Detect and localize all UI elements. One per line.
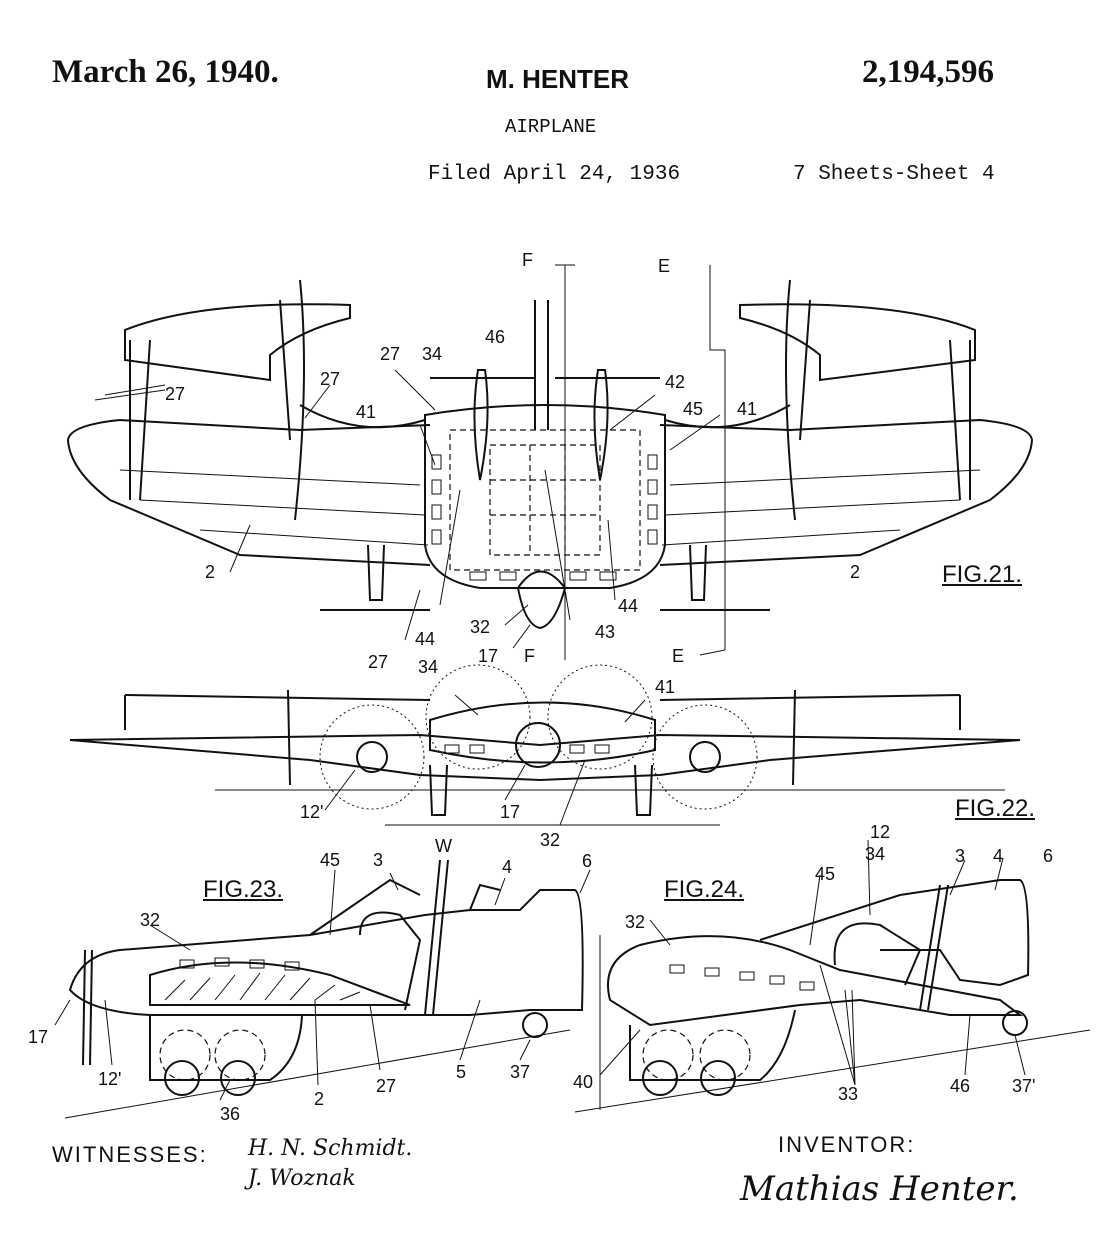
label-2: 2 [205, 562, 215, 582]
label-34: 34 [422, 344, 442, 364]
fig22-label: FIG.22. [955, 795, 1036, 822]
label-27: 27 [320, 369, 340, 389]
label-4: 4 [993, 846, 1003, 866]
fig21-label: FIG.21. [942, 561, 1023, 588]
label-27: 27 [165, 384, 185, 404]
label-6: 6 [1043, 846, 1053, 866]
label-3: 3 [955, 846, 965, 866]
section-mark-w: W [435, 836, 452, 856]
label-2: 2 [850, 562, 860, 582]
label-32: 32 [470, 617, 490, 637]
witness-signature-2: J. Woznak [244, 1166, 356, 1191]
label-34: 34 [865, 844, 885, 864]
label-2: 2 [314, 1089, 324, 1109]
label-3: 3 [373, 850, 383, 870]
reference-labels: 27 27 27 34 46 41 42 45 41 2 2 44 43 44 … [28, 250, 1053, 1124]
label-44: 44 [415, 629, 435, 649]
label-41: 41 [356, 402, 376, 422]
witness-signature-1: H. N. Schmidt. [247, 1136, 412, 1161]
section-mark-f: F [522, 250, 533, 270]
fig24-drawing [574, 839, 1091, 1113]
fig23-drawing [54, 859, 591, 1119]
sheet-count: 7 Sheets-Sheet 4 [793, 163, 995, 186]
filing-date: Filed April 24, 1936 [428, 163, 681, 186]
label-17: 17 [28, 1027, 48, 1047]
inventor-signature: Mathias Henter. [739, 1169, 1019, 1209]
patent-date: March 26, 1940. [52, 54, 279, 90]
label-37: 37 [510, 1062, 530, 1082]
inventor-name: M. HENTER [486, 64, 629, 94]
label-33: 33 [838, 1084, 858, 1104]
label-42: 42 [665, 372, 685, 392]
label-32: 32 [540, 830, 560, 850]
label-27: 27 [380, 344, 400, 364]
label-41: 41 [655, 677, 675, 697]
label-5: 5 [456, 1062, 466, 1082]
label-37-prime: 37' [1012, 1076, 1035, 1096]
label-43: 43 [595, 622, 615, 642]
inventor-label: INVENTOR: [778, 1132, 916, 1157]
fig23-label: FIG.23. [203, 876, 284, 903]
label-12: 12 [870, 822, 890, 842]
label-6: 6 [582, 851, 592, 871]
label-46: 46 [485, 327, 505, 347]
label-12-prime: 12' [300, 802, 323, 822]
label-17: 17 [478, 646, 498, 666]
label-40: 40 [573, 1072, 593, 1092]
label-41: 41 [737, 399, 757, 419]
section-mark-e: E [672, 646, 684, 666]
label-4: 4 [502, 857, 512, 877]
section-mark-e: E [658, 256, 670, 276]
label-36: 36 [220, 1104, 240, 1124]
fig21-drawing [66, 264, 1034, 660]
label-32: 32 [625, 912, 645, 932]
label-34: 34 [418, 657, 438, 677]
label-46: 46 [950, 1076, 970, 1096]
fig24-label: FIG.24. [664, 876, 745, 903]
patent-number: 2,194,596 [862, 54, 994, 90]
label-12-prime: 12' [98, 1069, 121, 1089]
label-45: 45 [815, 864, 835, 884]
label-44: 44 [618, 596, 638, 616]
label-27: 27 [368, 652, 388, 672]
witnesses-label: WITNESSES: [52, 1142, 208, 1167]
patent-title: AIRPLANE [505, 116, 597, 138]
label-32: 32 [140, 910, 160, 930]
fig22-drawing [69, 664, 1021, 826]
label-27: 27 [376, 1076, 396, 1096]
label-17: 17 [500, 802, 520, 822]
label-45: 45 [320, 850, 340, 870]
label-45: 45 [683, 399, 703, 419]
signatures: H. N. Schmidt. J. Woznak Mathias Henter. [244, 1136, 1019, 1209]
section-mark-f: F [524, 646, 535, 666]
